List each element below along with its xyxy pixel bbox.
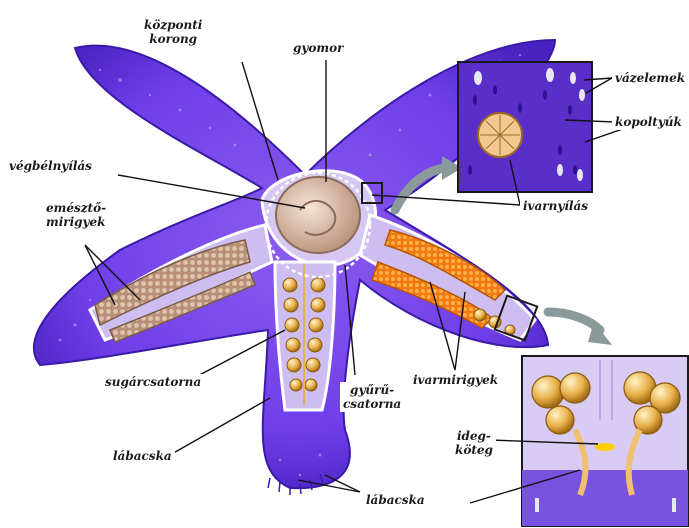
label-genital-pore: ivarnyílás: [520, 198, 591, 214]
top-inset: [458, 62, 592, 192]
label-gonads: ivarmirigyek: [410, 372, 501, 388]
label-ring-canal: gyűrű- csatorna: [340, 382, 404, 412]
label-gills: kopoltyúk: [612, 114, 685, 130]
bottom-inset: [522, 356, 688, 526]
label-radial-canal: sugárcsatorna: [102, 374, 204, 390]
arrow-to-bottom-inset: [548, 312, 600, 330]
label-anus: végbélnyílás: [6, 158, 95, 174]
label-stomach: gyomor: [290, 40, 346, 56]
label-tube-foot-2: lábacska: [363, 492, 428, 508]
label-digestive-glands: emésztő- mirigyek: [43, 200, 109, 230]
label-skeletal-elements: vázelemek: [612, 70, 688, 86]
label-nerve-cord: ideg- köteg: [452, 428, 496, 458]
label-central-disc: központi korong: [141, 17, 205, 47]
stomach: [276, 177, 360, 253]
label-tube-foot-1: lábacska: [110, 448, 175, 464]
madreporite-grooves: [480, 115, 520, 155]
nerve-cord: [595, 443, 615, 451]
